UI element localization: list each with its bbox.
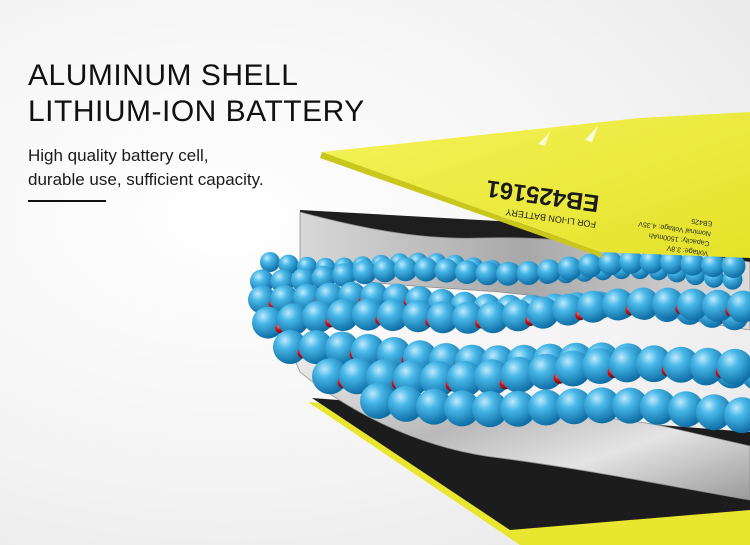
ion-sphere-blue bbox=[444, 390, 480, 427]
ion-sphere-blue bbox=[427, 301, 459, 334]
description-line-2: durable use, sufficient capacity. bbox=[28, 170, 264, 189]
ion-sphere-blue bbox=[472, 391, 508, 428]
ion-sphere-blue bbox=[557, 256, 582, 281]
ion-sphere-blue bbox=[477, 301, 509, 334]
ion-sphere-blue bbox=[677, 288, 709, 321]
headline-line-2: LITHIUM-ION BATTERY bbox=[28, 95, 365, 128]
ion-sphere-blue bbox=[619, 249, 643, 274]
label-card: EB425161 FOR LI-ION BATTERY EB425 Nomina… bbox=[320, 112, 750, 258]
ion-sphere-blue bbox=[701, 253, 725, 278]
ion-sphere-blue bbox=[500, 390, 536, 427]
ion-sphere-blue bbox=[537, 259, 561, 284]
ion-sphere-blue bbox=[434, 258, 459, 283]
ion-sphere-blue bbox=[680, 251, 705, 276]
ion-sphere-blue bbox=[455, 260, 479, 285]
ion-sphere-blue bbox=[663, 346, 699, 383]
label-card-edge bbox=[320, 152, 604, 258]
ion-sphere-array bbox=[248, 249, 750, 434]
ion-sphere-blue bbox=[327, 299, 359, 332]
ion-sphere-blue bbox=[377, 299, 409, 332]
ion-sphere-blue bbox=[475, 261, 500, 286]
ion-sphere-blue bbox=[447, 360, 483, 397]
ion-sphere-blue bbox=[696, 394, 732, 431]
label-notch-mark bbox=[538, 132, 550, 146]
ion-sphere-blue bbox=[609, 346, 645, 383]
ion-sphere-blue bbox=[721, 254, 746, 278]
ion-sphere-blue bbox=[332, 263, 356, 288]
ion-sphere-blue bbox=[416, 388, 452, 425]
ion-sphere-blue bbox=[612, 387, 648, 424]
divider-line bbox=[28, 200, 106, 202]
ion-sphere-blue bbox=[527, 296, 559, 329]
ion-sphere-blue bbox=[360, 382, 396, 419]
ion-sphere-blue bbox=[299, 330, 333, 365]
ion-sphere-blue bbox=[402, 300, 434, 333]
ion-sphere-blue bbox=[578, 253, 602, 278]
ion-sphere-blue bbox=[352, 260, 377, 285]
ion-sphere-blue bbox=[577, 290, 609, 323]
headline-line-1: ALUMINUM SHELL bbox=[28, 59, 299, 92]
ion-sphere-blue bbox=[516, 261, 541, 285]
ion-sphere-blue bbox=[260, 252, 280, 272]
ion-sphere-blue bbox=[414, 257, 438, 282]
ion-sphere-blue bbox=[373, 258, 397, 283]
ion-sphere-blue bbox=[339, 358, 375, 395]
hero-text: ALUMINUM SHELL LITHIUM-ION BATTERY High … bbox=[28, 58, 388, 192]
headline: ALUMINUM SHELL LITHIUM-ION BATTERY bbox=[28, 58, 388, 130]
ion-sphere-blue bbox=[717, 348, 750, 385]
ion-sphere-blue bbox=[668, 391, 704, 428]
ion-sphere-blue bbox=[584, 387, 620, 424]
ion-sphere-blue bbox=[248, 285, 276, 314]
ion-sphere-blue bbox=[501, 356, 537, 393]
ion-sphere-blue bbox=[277, 303, 309, 336]
ion-sphere-blue bbox=[640, 388, 676, 425]
ion-sphere-blue bbox=[555, 350, 591, 387]
ion-sphere-blue bbox=[393, 257, 418, 282]
ion-sphere-blue bbox=[528, 389, 564, 426]
ion-sphere-blue bbox=[639, 249, 664, 274]
description: High quality battery cell, durable use, … bbox=[28, 144, 388, 192]
ion-sphere-blue bbox=[496, 261, 520, 286]
ion-sphere-blue bbox=[627, 287, 659, 320]
ion-sphere-blue bbox=[556, 388, 592, 425]
ion-sphere-blue bbox=[598, 251, 623, 276]
ion-sphere-blue bbox=[727, 290, 750, 323]
ion-sphere-blue bbox=[724, 397, 750, 434]
label-card-face bbox=[322, 112, 750, 258]
label-spec-1: EB425 bbox=[691, 217, 713, 227]
ion-sphere-blue bbox=[660, 250, 684, 275]
ion-sphere-blue bbox=[388, 385, 424, 422]
description-line-1: High quality battery cell, bbox=[28, 146, 209, 165]
label-notch-mark bbox=[585, 126, 598, 142]
